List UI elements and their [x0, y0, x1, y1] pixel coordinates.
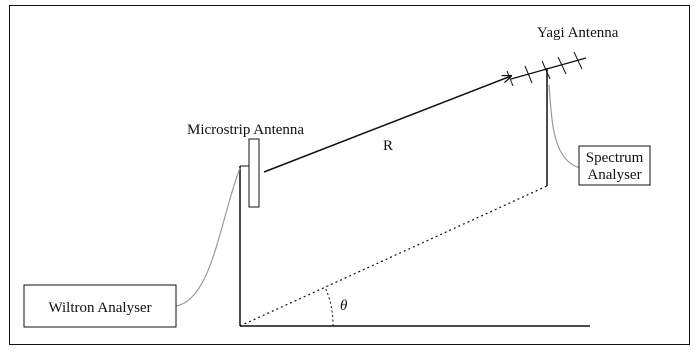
angle-label: θ [340, 298, 348, 314]
spectrum-analyser-label-line2: Analyser [587, 167, 641, 183]
microstrip-antenna [248, 138, 260, 208]
spectrum-cable [548, 84, 581, 169]
wiltron-cable [175, 167, 241, 307]
angle-arc [324, 286, 334, 327]
range-label: R [383, 138, 393, 154]
microstrip-antenna-label: Microstrip Antenna [187, 122, 304, 138]
spectrum-analyser: Spectrum Analyser [578, 145, 651, 186]
range-arrow [263, 76, 511, 173]
spectrum-analyser-label-line1: Spectrum [586, 150, 644, 166]
ground-sightline [239, 185, 548, 327]
yagi-antenna [506, 51, 587, 87]
wiltron-analyser: Wiltron Analyser [23, 284, 177, 328]
yagi-antenna-label: Yagi Antenna [537, 25, 619, 41]
diagram-frame [9, 5, 690, 345]
wiltron-analyser-label: Wiltron Analyser [48, 300, 151, 316]
